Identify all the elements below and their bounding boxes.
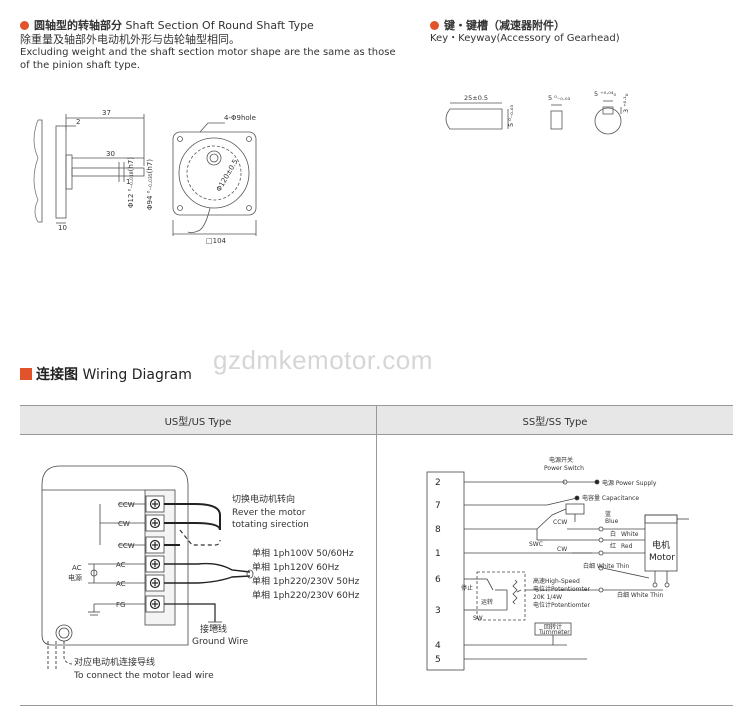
- bullet-icon: [20, 21, 29, 30]
- ss-power-switch-en: Power Switch: [544, 465, 584, 472]
- key-dim-slot: 5 ⁺⁰·⁰⁴₀: [594, 90, 617, 98]
- ss-pot-1: 电位计Potentiomter: [533, 585, 591, 593]
- ss-power-switch-cn: 电源开关: [549, 456, 573, 464]
- column-divider: [376, 405, 377, 705]
- shaft-desc-en-1: Excluding weight and the shaft section m…: [20, 47, 396, 58]
- us-power-line-3: 单相 1ph220/230V 50Hz: [252, 575, 360, 587]
- us-terminal-cw: CW: [118, 520, 130, 528]
- ss-pin-4: 4: [435, 641, 441, 651]
- ss-pot-value: 20K 1/4W: [533, 594, 562, 601]
- ss-pin-5: 5: [435, 655, 441, 665]
- us-switch-en-1: Rever the motor: [232, 508, 306, 518]
- shaft-desc-en-2: of the pinion shaft type.: [20, 60, 140, 71]
- ss-motor-en: Motor: [649, 553, 675, 563]
- ss-motor-cn: 电机: [652, 539, 670, 551]
- ss-red-cn: 红: [610, 542, 616, 550]
- ss-turnmeter-cn: 回转计: [544, 623, 562, 631]
- ss-turnmeter-en: Turnmeter: [538, 629, 570, 636]
- ss-pin-6: 6: [435, 575, 441, 585]
- ss-wiring-diagram: 2 7 8 1 6 3 4 5 电源开关 Power Switch 电源 Pow…: [426, 456, 689, 671]
- ss-white-cn: 白: [610, 530, 616, 538]
- key-title-cn: 键・键槽（减速器附件）: [444, 19, 565, 32]
- ss-pot-2: 电位计Potentiomter: [533, 601, 591, 609]
- ss-pin-7: 7: [435, 501, 441, 511]
- ss-run: 运转: [481, 598, 493, 606]
- ss-white-thin-1: 白细 White Thin: [583, 562, 629, 570]
- wiring-title-en: Wiring Diagram: [82, 367, 192, 383]
- key-title-en: Key・Keyway(Accessory of Gearhead): [430, 33, 620, 44]
- us-terminal-ac-1: AC: [116, 561, 126, 569]
- dim-104: □104: [206, 237, 227, 245]
- dim-phi94: Φ94 ⁰₋₀.₀₃₅(h7): [146, 159, 154, 210]
- us-lead-en: To connect the motor lead wire: [73, 671, 214, 681]
- dim-10: 10: [58, 224, 67, 232]
- col-ss-type: SS型/SS Type: [522, 417, 588, 428]
- key-dim-h5: 5 ⁰₋₀.₀₃: [507, 104, 515, 127]
- square-bullet-icon: [20, 368, 32, 380]
- key-dim-w5: 5 ⁰₋₀.₀₃: [548, 94, 571, 102]
- ss-blue-en: Blue: [605, 518, 619, 525]
- key-dim-len: 25±0.5: [464, 94, 488, 102]
- us-ground-cn: 接地线: [200, 623, 227, 635]
- us-terminal-ccw-2: CCW: [118, 542, 135, 550]
- us-ac-label: AC: [72, 564, 82, 572]
- dim-30: 30: [106, 150, 115, 158]
- shaft-title-en: Shaft Section Of Round Shaft Type: [125, 19, 314, 32]
- ss-capacitance: 电容量 Capacitance: [582, 494, 639, 502]
- us-switch-cn: 切换电动机转向: [232, 493, 295, 505]
- us-terminal-ccw-1: CCW: [118, 501, 135, 509]
- ss-pin-2: 2: [435, 478, 441, 488]
- dim-hole: 4-Φ9hole: [224, 114, 256, 122]
- ss-white-en: White: [621, 531, 639, 538]
- us-ac-source: 电源: [68, 573, 82, 582]
- shaft-desc-cn: 除重量及轴部外电动机外形与齿轮轴型相同。: [20, 33, 240, 46]
- ss-pin-1: 1: [435, 549, 441, 559]
- ss-high-speed: 高速High-Speed: [533, 577, 580, 585]
- key-section-title: 键・键槽（减速器附件）: [430, 17, 565, 33]
- wiring-title-cn: 连接图: [36, 367, 78, 383]
- dim-phi12: Φ12 ⁰₋₀.₀₁₈(h7): [127, 157, 135, 208]
- us-power-line-4: 单相 1ph220/230V 60Hz: [252, 589, 360, 601]
- us-wiring-diagram: CCW CW CCW AC AC FG AC 电源 切换电动机转向 Rever …: [41, 465, 360, 681]
- us-terminal-fg: FG: [116, 601, 125, 609]
- col-us-type: US型/US Type: [164, 417, 232, 428]
- key-drawing: 25±0.5 5 ⁰₋₀.₀₃ 5 ⁰₋₀.₀₃ 5 ⁺⁰·⁰⁴₀ 3 ⁺⁰·¹…: [445, 90, 630, 135]
- shaft-section-title: 圆轴型的转轴部分 Shaft Section Of Round Shaft Ty…: [20, 17, 314, 33]
- us-ground-en: Ground Wire: [192, 637, 249, 647]
- ss-pin-3: 3: [435, 606, 441, 616]
- dim-37: 37: [102, 109, 111, 117]
- dim-2: 2: [76, 118, 80, 126]
- key-dim-depth: 3 ⁺⁰·¹₀: [622, 93, 630, 113]
- us-switch-en-2: totating sirection: [232, 520, 309, 530]
- ss-power-supply: 电源 Power Supply: [602, 479, 657, 487]
- us-power-line-2: 单相 1ph120V 60Hz: [252, 561, 339, 573]
- shaft-drawing: 37 2 30 1 10 Φ12 ⁰₋₀.₀₁₈(h7) Φ94 ⁰₋₀.₀₃₅…: [33, 109, 257, 245]
- ss-swc: SWC: [529, 541, 543, 548]
- shaft-title-cn: 圆轴型的转轴部分: [34, 19, 122, 32]
- ss-blue-cn: 蓝: [605, 510, 611, 518]
- watermark: gzdmkemotor.com: [213, 345, 433, 375]
- us-terminal-ac-2: AC: [116, 580, 126, 588]
- us-lead-cn: 对应电动机连接导线: [74, 656, 155, 668]
- ss-sw: SW: [473, 615, 483, 622]
- ss-cw: CW: [557, 546, 567, 553]
- table-bottom-border: [20, 705, 733, 706]
- ss-stop: 停止: [461, 584, 473, 592]
- wiring-title: 连接图 Wiring Diagram: [20, 364, 192, 384]
- ss-pin-8: 8: [435, 525, 441, 535]
- ss-ccw: CCW: [553, 519, 567, 526]
- us-power-line-1: 单相 1ph100V 50/60Hz: [252, 547, 354, 559]
- dim-1: 1: [126, 178, 130, 186]
- bullet-icon: [430, 21, 439, 30]
- ss-red-en: Red: [621, 543, 633, 550]
- ss-white-thin-2: 白细 White Thin: [617, 591, 663, 599]
